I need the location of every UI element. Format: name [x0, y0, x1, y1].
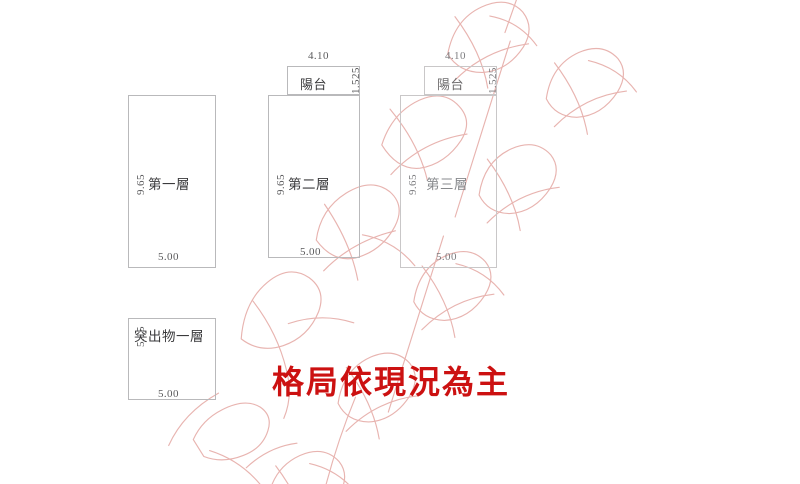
floor-2-balcony-label: 陽台 [300, 78, 328, 93]
floor-2-box [268, 95, 360, 258]
floor-1-height-dim: 9.65 [135, 174, 147, 195]
floor-3-balcony-height-dim: 1.525 [487, 67, 499, 94]
floor-3-width-dim: 5.00 [436, 251, 457, 263]
floor-1-box [128, 95, 216, 268]
floor-2-label: 第二層 [288, 177, 330, 193]
floor-3-balcony-label: 陽台 [437, 78, 465, 93]
floor-3-balcony-width-dim: 4.10 [445, 50, 466, 62]
floor-2-width-dim: 5.00 [300, 246, 321, 258]
protrusion-1-label: 突出物一層 [134, 329, 204, 345]
floor-2-balcony-box [287, 66, 360, 95]
floor-2-balcony-height-dim: 1.525 [350, 67, 362, 94]
floor-3-height-dim: 9.65 [407, 174, 419, 195]
floor-1-width-dim: 5.00 [158, 251, 179, 263]
floor-2-balcony-width-dim: 4.10 [308, 50, 329, 62]
protrusion-1-height-dim: 5.15 [135, 326, 147, 347]
floor-1-label: 第一層 [148, 177, 190, 193]
layout-note: 格局依現況為主 [272, 363, 511, 401]
protrusion-1-width-dim: 5.00 [158, 388, 179, 400]
floor-3-label: 第三層 [426, 177, 468, 193]
floor-2-height-dim: 9.65 [275, 174, 287, 195]
